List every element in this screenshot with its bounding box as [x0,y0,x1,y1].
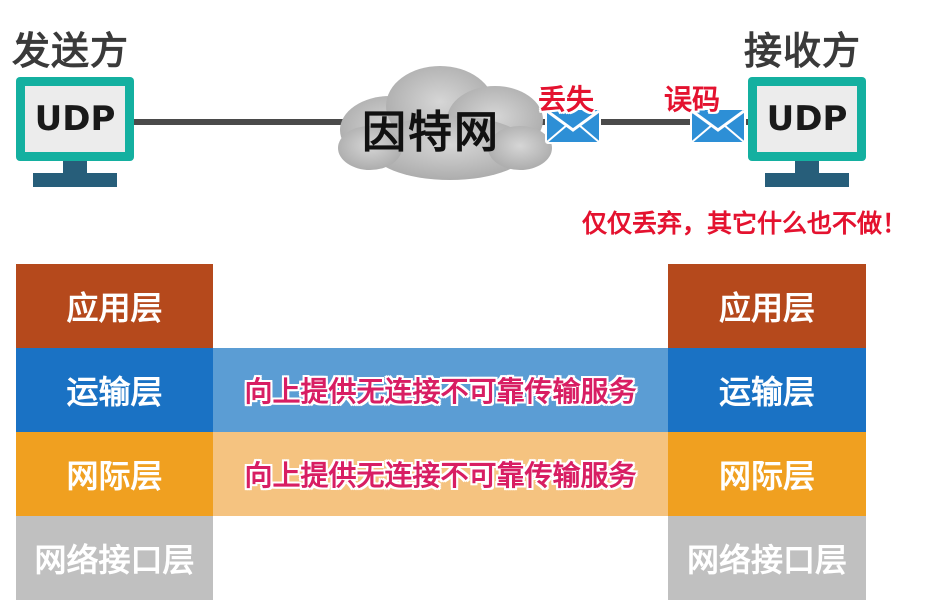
sender-title: 发送方 [12,29,130,73]
receiver-udp-label: UDP [757,86,857,152]
receiver-transport-layer: 运输层 [668,348,866,432]
sender-udp-label: UDP [25,86,125,152]
discard-note: 仅仅丢弃，其它什么也不做！ [582,209,908,238]
corrupted-label: 误码 [664,83,721,116]
receiver-link-layer: 网络接口层 [668,516,866,600]
internet-service-label: 向上提供无连接不可靠传输服务 [244,459,637,492]
network-wire-left [134,119,364,125]
receiver-title: 接收方 [744,29,862,73]
receiver-stand-neck [795,161,819,173]
cloud-icon [338,66,552,180]
receiver-internet-layer: 网际层 [668,432,866,516]
internet-service-band: 向上提供无连接不可靠传输服务 [213,432,668,516]
network-wire-right [512,119,750,125]
sender-link-layer: 网络接口层 [16,516,213,600]
envelope-icon [545,108,601,144]
internet-label: 因特网 [362,107,500,158]
lost-label: 丢失 [538,83,595,116]
sender-internet-layer: 网际层 [16,432,213,516]
receiver-application-layer: 应用层 [668,264,866,348]
sender-stand-base [33,173,117,187]
envelope-icon [690,108,746,144]
sender-monitor: UDP [16,77,134,161]
sender-application-layer: 应用层 [16,264,213,348]
transport-service-band: 向上提供无连接不可靠传输服务 [213,348,668,432]
sender-transport-layer: 运输层 [16,348,213,432]
receiver-monitor: UDP [748,77,866,161]
sender-stand-neck [63,161,87,173]
receiver-stand-base [765,173,849,187]
transport-service-label: 向上提供无连接不可靠传输服务 [244,375,637,408]
